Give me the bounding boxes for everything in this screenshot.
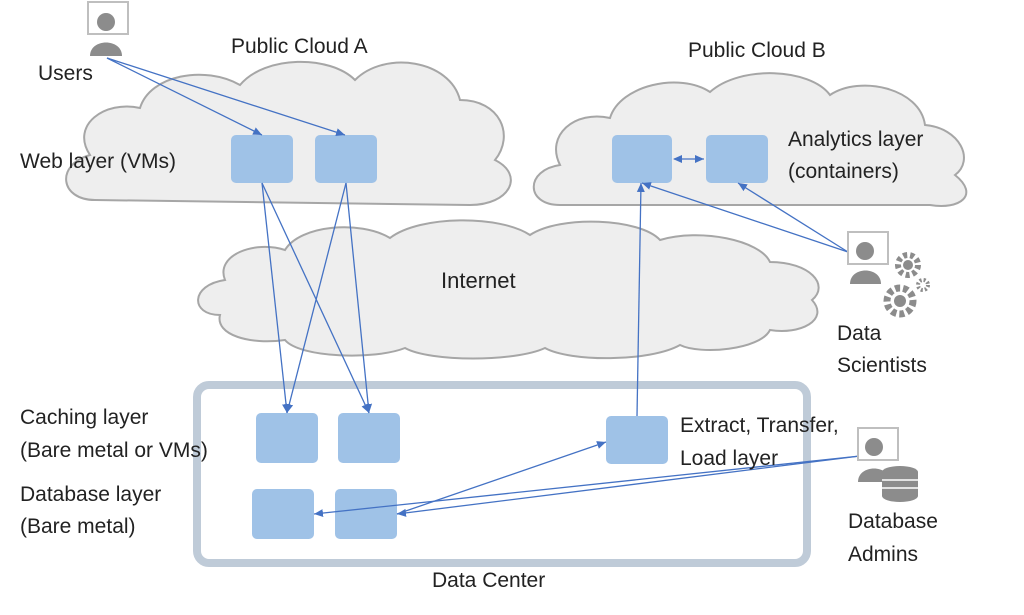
web-node-1 — [231, 135, 293, 183]
web-layer-label: Web layer (VMs) — [20, 150, 176, 173]
caching-node-1 — [256, 413, 318, 463]
public-cloud-a-title: Public Cloud A — [231, 35, 368, 58]
arrow-db2-etl — [396, 441, 607, 515]
arrow-web2-cache1 — [285, 182, 347, 414]
data-scientists-icon — [847, 231, 930, 318]
analytics-node-1 — [612, 135, 672, 183]
public-cloud-a — [65, 60, 512, 207]
internet-title: Internet — [441, 268, 516, 293]
users-icon — [87, 1, 129, 56]
database-node-1 — [252, 489, 314, 539]
data-scientists-label-2: Scientists — [837, 354, 927, 377]
etl-node — [606, 416, 668, 464]
database-node-2 — [335, 489, 397, 539]
analytics-layer-label-1: Analytics layer — [788, 128, 924, 151]
database-layer-label-2: (Bare metal) — [20, 515, 136, 538]
arrow-etl-analytics — [636, 182, 645, 417]
arrow-admins-db1 — [313, 455, 861, 518]
database-admins-icon — [857, 427, 918, 502]
data-scientists-label-1: Data — [837, 322, 882, 345]
caching-layer-label-1: Caching layer — [20, 406, 149, 429]
users-label: Users — [38, 62, 93, 85]
database-layer-label-1: Database layer — [20, 483, 162, 506]
arrow-web1-cache2 — [261, 182, 370, 414]
database-icon — [882, 466, 918, 502]
arrow-web1-cache1 — [261, 182, 291, 414]
etl-layer-label-1: Extract, Transfer, — [680, 414, 839, 437]
caching-node-2 — [338, 413, 400, 463]
arrow-users-web2 — [106, 57, 346, 137]
caching-layer-label-2: (Bare metal or VMs) — [20, 439, 208, 462]
public-cloud-b-title: Public Cloud B — [688, 39, 826, 62]
etl-layer-label-2: Load layer — [680, 447, 779, 470]
arrow-scientists-analytics2 — [737, 182, 849, 253]
web-node-2 — [315, 135, 377, 183]
analytics-layer-label-2: (containers) — [788, 160, 899, 183]
database-admins-label-1: Database — [848, 510, 938, 533]
gear-icon — [883, 252, 930, 318]
data-center-title: Data Center — [432, 569, 546, 592]
arrow-web2-cache2 — [345, 182, 373, 414]
database-admins-label-2: Admins — [848, 543, 919, 566]
analytics-node-2 — [706, 135, 768, 183]
arrow-scientists-analytics1 — [641, 182, 849, 253]
arrow-users-web1 — [106, 57, 263, 136]
arrow-admins-db2 — [396, 455, 861, 517]
